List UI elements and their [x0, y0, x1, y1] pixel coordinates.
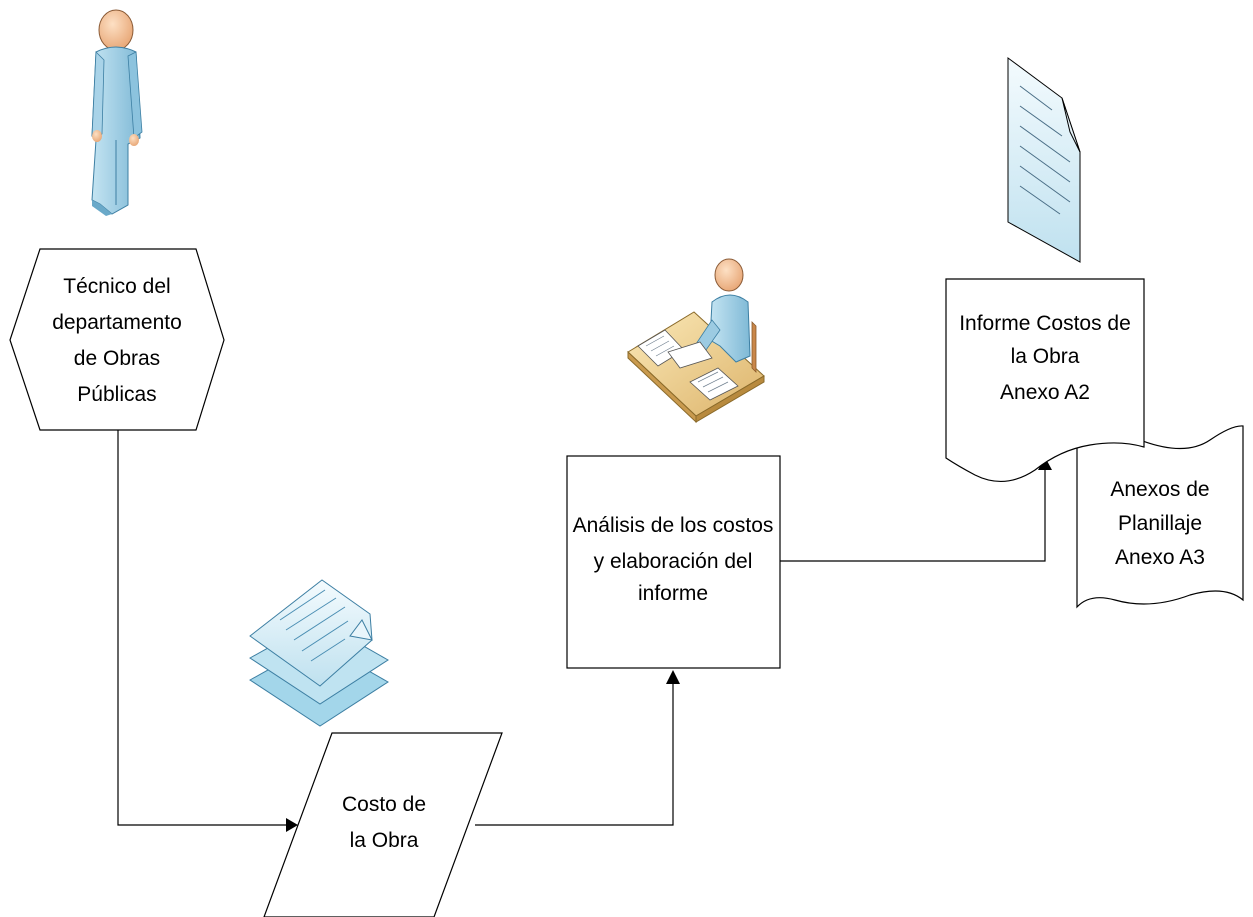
node-anexos[interactable]: Anexos de Planillaje Anexo A3	[1076, 425, 1244, 609]
arrowhead-informe	[1038, 457, 1052, 470]
node-costo-line: la Obra	[350, 829, 419, 852]
document-shape-informe	[945, 278, 1145, 483]
node-informe-line: Anexo A2	[1000, 381, 1090, 404]
parallelogram-shape	[263, 732, 503, 917]
document-icon	[1007, 57, 1081, 263]
process-box	[566, 455, 781, 669]
node-analisis-line: y elaboración del	[594, 550, 753, 573]
node-costo[interactable]: Costo de la Obra	[263, 732, 503, 917]
connector-costo-to-analisis	[475, 684, 674, 826]
arrowhead-costo	[286, 818, 298, 832]
node-tecnico-line: departamento	[52, 311, 182, 334]
node-tecnico[interactable]: Técnico del departamento de Obras Públic…	[9, 248, 225, 431]
node-informe[interactable]: Informe Costos de la Obra Anexo A2	[945, 278, 1145, 483]
node-tecnico-line: Públicas	[77, 383, 156, 406]
desk-worker-icon	[627, 258, 765, 424]
node-tecnico-line: de Obras	[74, 347, 160, 370]
node-anexos-line: Planillaje	[1118, 512, 1202, 535]
document-stack-icon	[249, 579, 389, 727]
node-analisis[interactable]: Análisis de los costos y elaboración del…	[566, 455, 781, 669]
node-analisis-line: Análisis de los costos	[573, 514, 774, 537]
node-anexos-line: Anexo A3	[1115, 546, 1205, 569]
node-tecnico-line: Técnico del	[63, 275, 170, 298]
node-anexos-line: Anexos de	[1110, 478, 1209, 501]
connector-tecnico-to-costo	[117, 430, 286, 826]
hexagon-shape	[9, 248, 225, 431]
node-analisis-line: informe	[638, 582, 708, 605]
node-costo-line: Costo de	[342, 793, 426, 816]
connector-analisis-to-informe	[780, 470, 1046, 562]
connectors	[117, 430, 1052, 832]
node-informe-line: Informe Costos de	[959, 312, 1131, 335]
node-informe-line: la Obra	[1011, 345, 1080, 368]
arrowhead-analisis	[666, 670, 680, 684]
person-icon	[91, 9, 143, 216]
